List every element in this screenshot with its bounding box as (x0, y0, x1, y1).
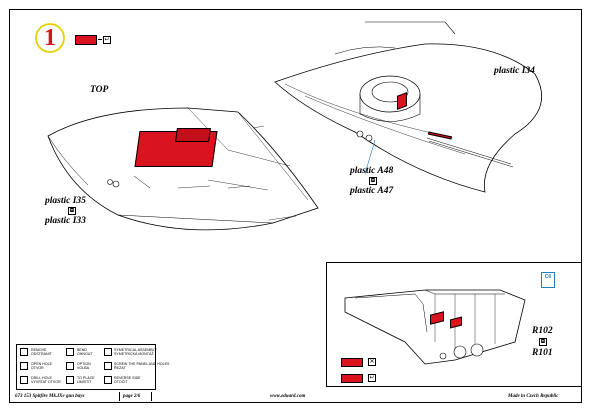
step-number: 1 (44, 25, 56, 51)
arrow-icon (98, 39, 102, 40)
footer-divider (151, 392, 152, 401)
remove-icon: ✕ (368, 358, 376, 366)
footer-website: www.eduard.com (270, 394, 306, 399)
step-number-circle (35, 23, 65, 53)
place-icon (66, 376, 74, 384)
remove-icon (20, 348, 28, 356)
label-c6: C6 (544, 274, 552, 280)
glue-icon: ◘ (369, 177, 377, 185)
label-plastic-i33: plastic I33 (45, 216, 86, 226)
glue-icon: ◘ (539, 338, 547, 346)
option-box (541, 272, 555, 288)
symmetrical-icon (104, 348, 112, 356)
label-plastic-a48: plastic A48 (350, 166, 394, 176)
gun-bay-detail-drawing (344, 289, 526, 365)
label-plastic-i35: plastic I35 (45, 196, 86, 206)
legend-bend-en: BEND (77, 348, 87, 352)
legend-place-en: TO PLACE (77, 376, 95, 380)
symbol-legend (16, 344, 156, 390)
legend-drillhole-cz: VYVRTAT OTVOR (31, 380, 61, 384)
detail-inset-frame (326, 262, 582, 387)
footer-origin: Made in Czech Republic (508, 394, 559, 399)
gun-bay-panel-small (175, 128, 211, 142)
legend-openhole-cz: OTVOR (31, 366, 44, 370)
footer-page: page 2/6 (123, 394, 141, 399)
footer-product: 673 153 Spitfire Mk.IXe gun bays (15, 394, 85, 399)
drill-icon (20, 362, 28, 370)
wing-panel-drawing (47, 107, 319, 231)
option-icon (66, 362, 74, 370)
glue-icon: ◘ (68, 207, 76, 215)
legend-symmetrical-en: SYMETRICAL ASSEMBLY (114, 348, 157, 352)
legend-option-en: OPTION (77, 362, 91, 366)
screw-icon (104, 362, 112, 370)
label-r102: R102 (532, 326, 553, 336)
legend-reverse-cz: OTOČIT (114, 380, 128, 384)
legend-reverse-en: REVERSE SIDE (114, 376, 141, 380)
bend-icon (66, 348, 74, 356)
label-top: TOP (90, 85, 109, 95)
legend-screw-cz: ŘEZAT (114, 366, 126, 370)
legend-bend-cz: OHNOUT (77, 352, 93, 356)
legend-screw-en: SCREW THE PANEL AND HOLES (114, 362, 170, 366)
photo-etch-part-swatch (341, 374, 363, 383)
label-plastic-i34: plastic I34 (494, 66, 535, 76)
legend-symmetrical-cz: SYMETRICKÁ MONTÁŽ (114, 352, 154, 356)
photo-etch-part-swatch (75, 35, 97, 45)
legend-remove-cz: ODSTRANIT (31, 352, 52, 356)
legend-drillhole-en: DRILL HOLE (31, 376, 52, 380)
legend-option-cz: VOLBA (77, 366, 89, 370)
legend-place-cz: UMÍSTIT (77, 380, 92, 384)
drill-hole-icon (20, 376, 28, 384)
legend-remove-en: REMOVE (31, 348, 47, 352)
legend-openhole-en: OPEN HOLE (31, 362, 52, 366)
place-icon: ↵ (368, 374, 376, 382)
page-frame (9, 9, 582, 403)
wing-root-drawing (274, 21, 543, 193)
footer-divider (119, 392, 120, 401)
label-plastic-a47: plastic A47 (350, 186, 394, 196)
label-r101: R101 (532, 348, 553, 358)
reverse-icon (104, 376, 112, 384)
place-icon: ↵ (103, 36, 111, 44)
photo-etch-part-swatch (341, 358, 363, 367)
